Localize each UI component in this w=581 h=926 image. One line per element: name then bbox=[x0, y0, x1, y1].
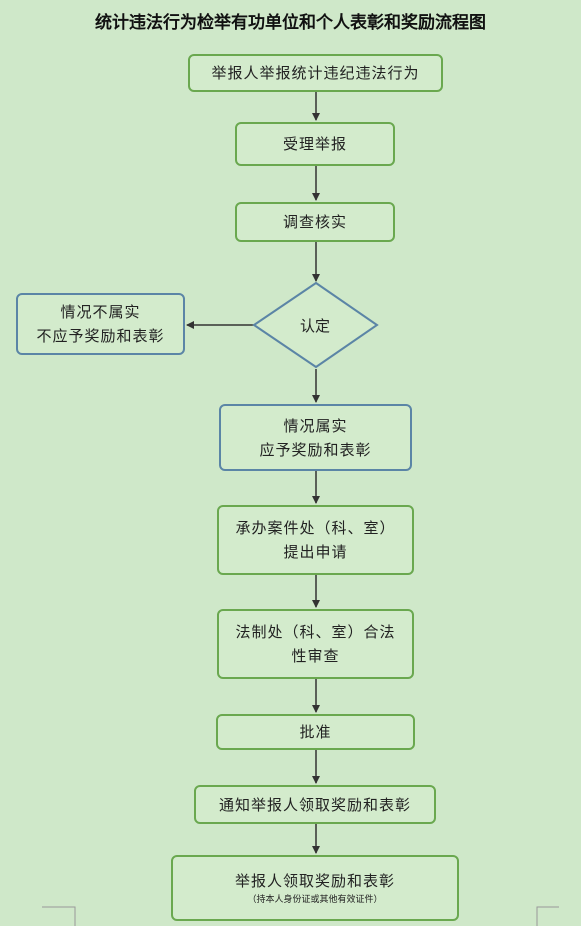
page-title: 统计违法行为检举有功单位和个人表彰和奖励流程图 bbox=[95, 13, 486, 33]
node-report: 举报人举报统计违纪违法行为 bbox=[188, 54, 443, 92]
node-not-true-line2: 不应予奖励和表彰 bbox=[36, 327, 165, 345]
node-true-line2: 应予奖励和表彰 bbox=[259, 440, 372, 459]
node-apply-line2: 提出申请 bbox=[283, 543, 348, 561]
node-legal-review: 法制处（科、室）合法 性审查 bbox=[217, 609, 414, 679]
node-receive-note: （持本人身份证或其他有效证件） bbox=[247, 895, 383, 905]
node-accept-label: 受理举报 bbox=[282, 135, 347, 153]
corner-mark-left bbox=[42, 906, 76, 926]
node-accept: 受理举报 bbox=[235, 122, 395, 166]
node-investigate-label: 调查核实 bbox=[282, 213, 347, 231]
node-apply-line1: 承办案件处（科、室） bbox=[235, 519, 396, 537]
decision-diamond bbox=[252, 281, 379, 369]
node-receive-line1: 举报人领取奖励和表彰 bbox=[234, 872, 395, 890]
node-approve-label: 批准 bbox=[299, 723, 332, 741]
node-true-line1: 情况属实 bbox=[283, 416, 348, 435]
node-notify-label: 通知举报人领取奖励和表彰 bbox=[218, 795, 411, 814]
node-legal-review-line1: 法制处（科、室）合法 bbox=[235, 623, 396, 641]
corner-mark-right bbox=[536, 906, 559, 926]
node-report-label: 举报人举报统计违纪违法行为 bbox=[211, 64, 420, 82]
node-not-true-line1: 情况不属实 bbox=[60, 303, 141, 321]
node-receive: 举报人领取奖励和表彰 （持本人身份证或其他有效证件） bbox=[171, 855, 459, 921]
node-approve: 批准 bbox=[216, 714, 415, 750]
node-notify: 通知举报人领取奖励和表彰 bbox=[194, 785, 436, 824]
node-investigate: 调查核实 bbox=[235, 202, 395, 242]
node-legal-review-line2: 性审查 bbox=[291, 647, 340, 665]
node-not-true: 情况不属实 不应予奖励和表彰 bbox=[16, 293, 185, 355]
node-true: 情况属实 应予奖励和表彰 bbox=[219, 404, 412, 471]
node-apply: 承办案件处（科、室） 提出申请 bbox=[217, 505, 414, 575]
node-decide-label: 认定 bbox=[299, 317, 330, 335]
